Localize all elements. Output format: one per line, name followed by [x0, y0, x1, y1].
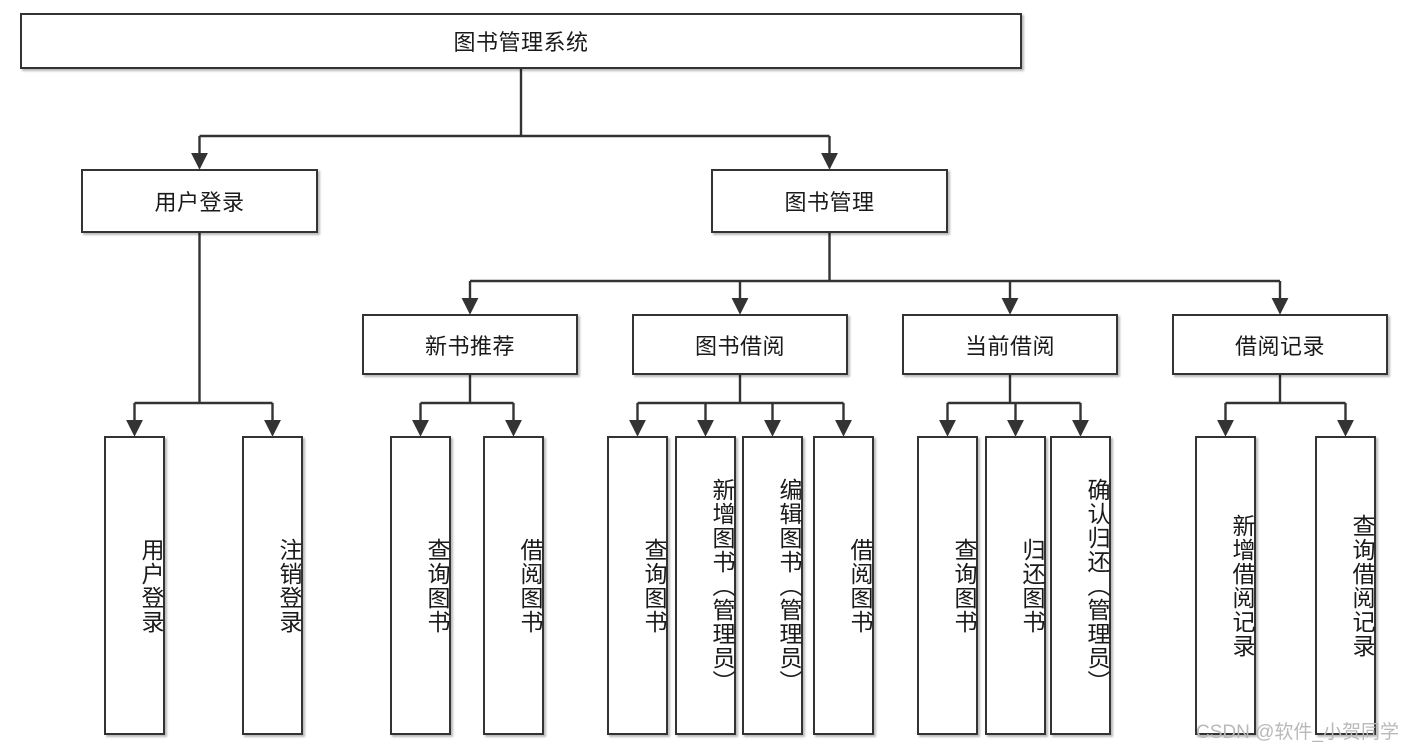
leaf-user-login-label: 用户登录 [138, 537, 164, 634]
node-borrow-record-label: 借阅记录 [1234, 333, 1325, 359]
leaf-user-login[interactable]: 用户登录 [104, 436, 165, 735]
node-borrow-record[interactable]: 借阅记录 [1172, 314, 1388, 375]
leaf-return-book[interactable]: 归还图书 [985, 436, 1046, 735]
leaf-add-borrow-record-label: 新增借阅记录 [1229, 513, 1255, 658]
node-book-management-label: 图书管理 [784, 190, 875, 215]
leaf-query-book-3[interactable]: 查询图书 [917, 436, 978, 735]
leaf-query-book-1-label: 查询图书 [424, 537, 450, 634]
leaf-return-book-label: 归还图书 [1019, 537, 1045, 634]
node-new-book-recommend[interactable]: 新书推荐 [362, 314, 578, 375]
leaf-borrow-book-1[interactable]: 借阅图书 [483, 436, 544, 735]
leaf-query-book-2-label: 查询图书 [641, 537, 667, 634]
leaf-confirm-return-admin-label: 确认归还（管理员） [1084, 477, 1110, 694]
node-current-borrow-label: 当前借阅 [964, 333, 1055, 359]
node-book-borrow[interactable]: 图书借阅 [632, 314, 848, 375]
leaf-query-book-3-label: 查询图书 [951, 537, 977, 634]
leaf-logout[interactable]: 注销登录 [242, 436, 303, 735]
leaf-logout-label: 注销登录 [276, 537, 302, 634]
node-user-login[interactable]: 用户登录 [81, 169, 318, 233]
leaf-add-book-admin[interactable]: 新增图书（管理员） [675, 436, 736, 735]
node-book-management[interactable]: 图书管理 [711, 169, 948, 233]
leaf-confirm-return-admin[interactable]: 确认归还（管理员） [1050, 436, 1111, 735]
leaf-edit-book-admin[interactable]: 编辑图书（管理员） [742, 436, 803, 735]
node-root-label: 图书管理系统 [453, 30, 589, 55]
leaf-add-borrow-record[interactable]: 新增借阅记录 [1195, 436, 1256, 735]
leaf-add-book-admin-label: 新增图书（管理员） [709, 477, 735, 694]
csdn-watermark: CSDN @软件_小贺同学 [1196, 722, 1399, 743]
leaf-query-book-1[interactable]: 查询图书 [390, 436, 451, 735]
leaf-edit-book-admin-label: 编辑图书（管理员） [776, 477, 802, 694]
node-user-login-label: 用户登录 [154, 190, 245, 215]
leaf-borrow-book-2-label: 借阅图书 [847, 537, 873, 634]
node-new-book-recommend-label: 新书推荐 [424, 333, 515, 359]
leaf-query-borrow-record[interactable]: 查询借阅记录 [1315, 436, 1376, 735]
leaf-query-book-2[interactable]: 查询图书 [607, 436, 668, 735]
leaf-query-borrow-record-label: 查询借阅记录 [1349, 513, 1375, 658]
leaf-borrow-book-2[interactable]: 借阅图书 [813, 436, 874, 735]
node-current-borrow[interactable]: 当前借阅 [902, 314, 1118, 375]
leaf-borrow-book-1-label: 借阅图书 [517, 537, 543, 634]
node-root[interactable]: 图书管理系统 [20, 13, 1022, 69]
node-book-borrow-label: 图书借阅 [694, 333, 785, 359]
